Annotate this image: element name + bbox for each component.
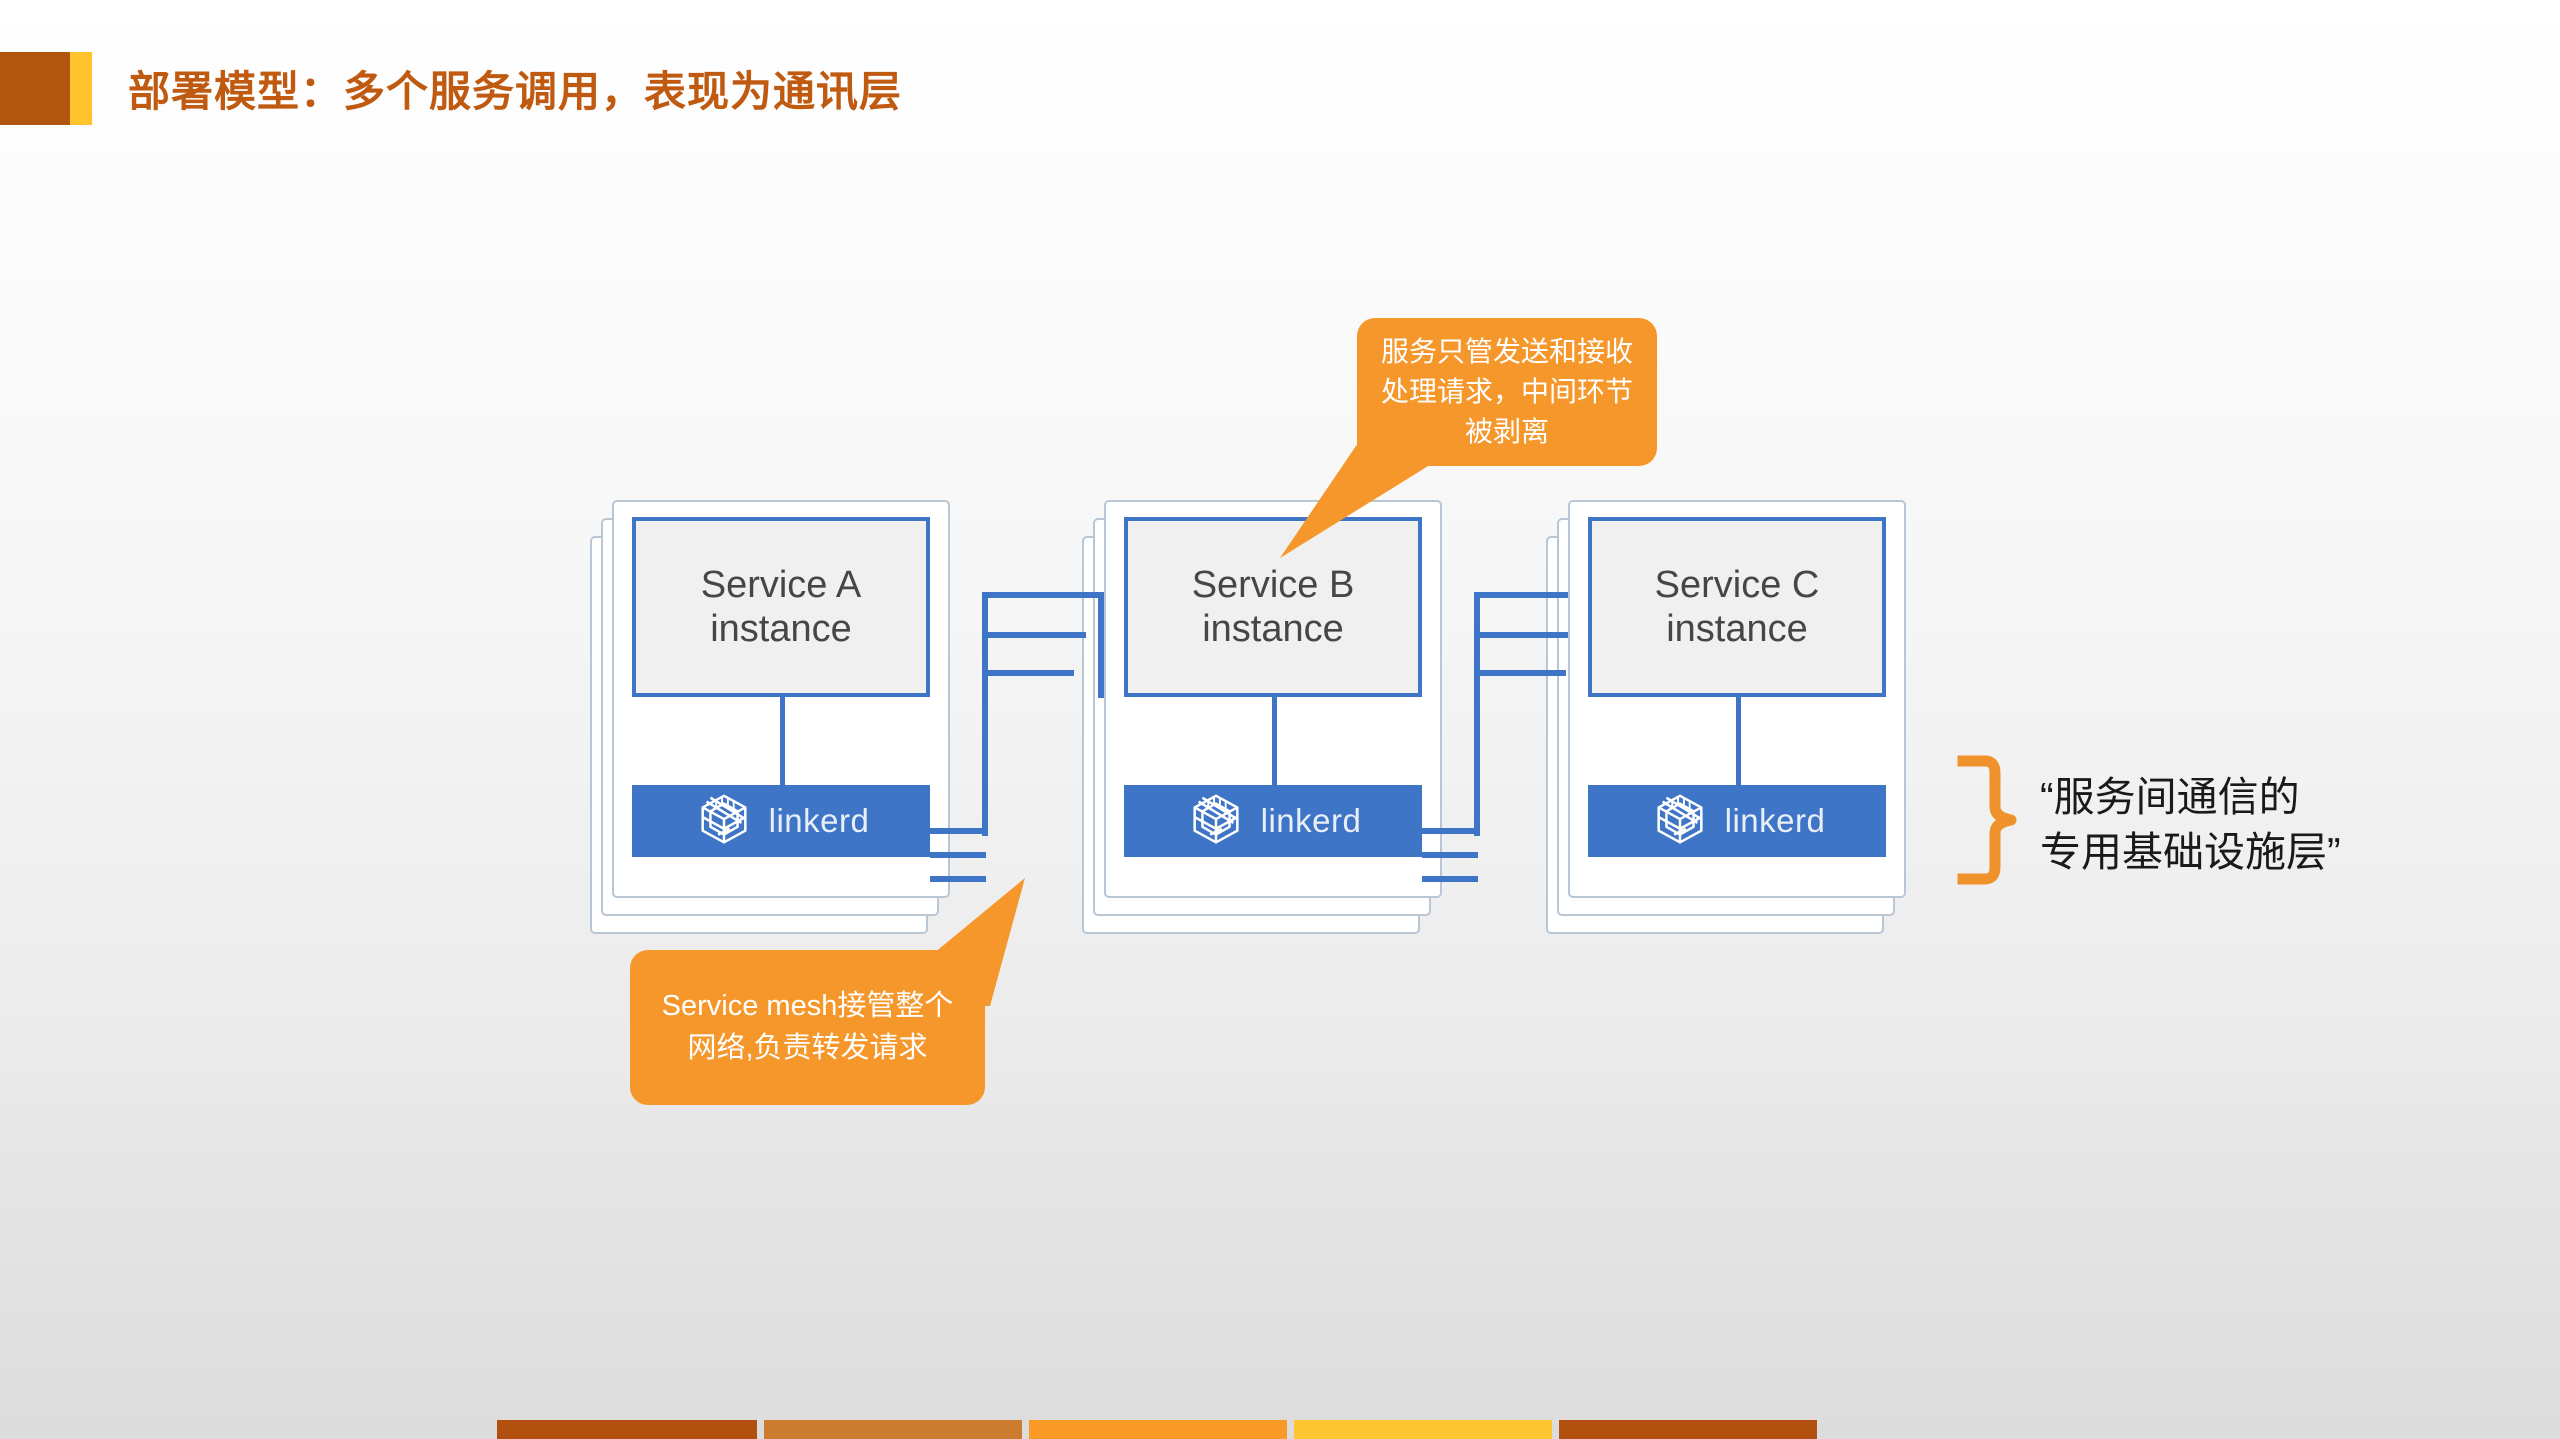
footer-color-bars [0,1420,2560,1439]
title-accent-bars [0,52,92,125]
linkerd-sidecar-c[interactable]: linkerd [1588,785,1886,857]
linkerd-logo-icon [701,794,747,844]
wire-a-to-b-top-1 [982,592,1154,598]
footer-segment-4 [1294,1420,1552,1439]
wire-into-b-vert [1098,592,1104,698]
wire-b-out-2 [1422,852,1478,858]
wire-a-out-3 [930,876,986,882]
footer-segment-2 [764,1420,1022,1439]
footer-segment-3 [1029,1420,1287,1439]
service-c-line1: Service C [1654,563,1820,606]
service-c-stem [1736,697,1741,787]
linkerd-label-b: linkerd [1260,802,1362,839]
callout-top-tail [1280,440,1470,558]
annotation-quote: “服务间通信的 专用基础设施层” [2040,774,2341,875]
callout-top[interactable]: 服务只管发送和接收处理请求，中间环节被剥离 [1357,318,1657,466]
linkerd-sidecar-a[interactable]: linkerd [632,785,930,857]
wire-b-to-c-top-1 [1474,592,1646,598]
wire-b-to-c-top-2 [1474,632,1578,638]
linkerd-logo-icon [1657,794,1703,844]
wire-a-to-b-top-2 [982,632,1086,638]
service-a-line2: instance [710,608,852,650]
wire-a-out-2 [930,852,986,858]
footer-segment-5 [1559,1420,1817,1439]
wire-a-to-b-top-3 [982,670,1074,676]
callout-bottom[interactable]: Service mesh接管整个网络,负责转发请求 [630,950,985,1105]
service-b-line1: Service B [1191,563,1355,606]
service-c-line2: instance [1666,608,1808,650]
linkerd-logo-icon [1193,794,1239,844]
wire-b-to-c-top-3 [1474,670,1566,676]
service-a-line1: Service A [700,563,862,606]
service-b-line2: instance [1202,608,1344,650]
page-title: 部署模型：多个服务调用，表现为通讯层 [128,68,903,115]
wire-a-out-1 [930,828,986,834]
title-accent-gold-block [70,52,92,125]
curly-brace-right-icon [1957,755,2017,885]
callout-top-text: 服务只管发送和接收处理请求，中间环节被剥离 [1380,336,1633,447]
wire-b-to-c-riser [1474,592,1480,836]
footer-segment-1 [497,1420,757,1439]
service-b-stem [1272,697,1277,787]
service-a-stem [780,697,785,787]
wire-b-out-1 [1422,828,1478,834]
footer-spacer [0,1420,490,1439]
callout-bottom-text: Service mesh接管整个网络,负责转发请求 [661,990,954,1064]
wire-b-out-3 [1422,876,1478,882]
wire-a-to-b-riser [982,592,988,836]
linkerd-sidecar-b[interactable]: linkerd [1124,785,1422,857]
title-accent-brown-block [0,52,70,125]
linkerd-label-a: linkerd [768,802,870,839]
linkerd-label-c: linkerd [1724,802,1826,839]
